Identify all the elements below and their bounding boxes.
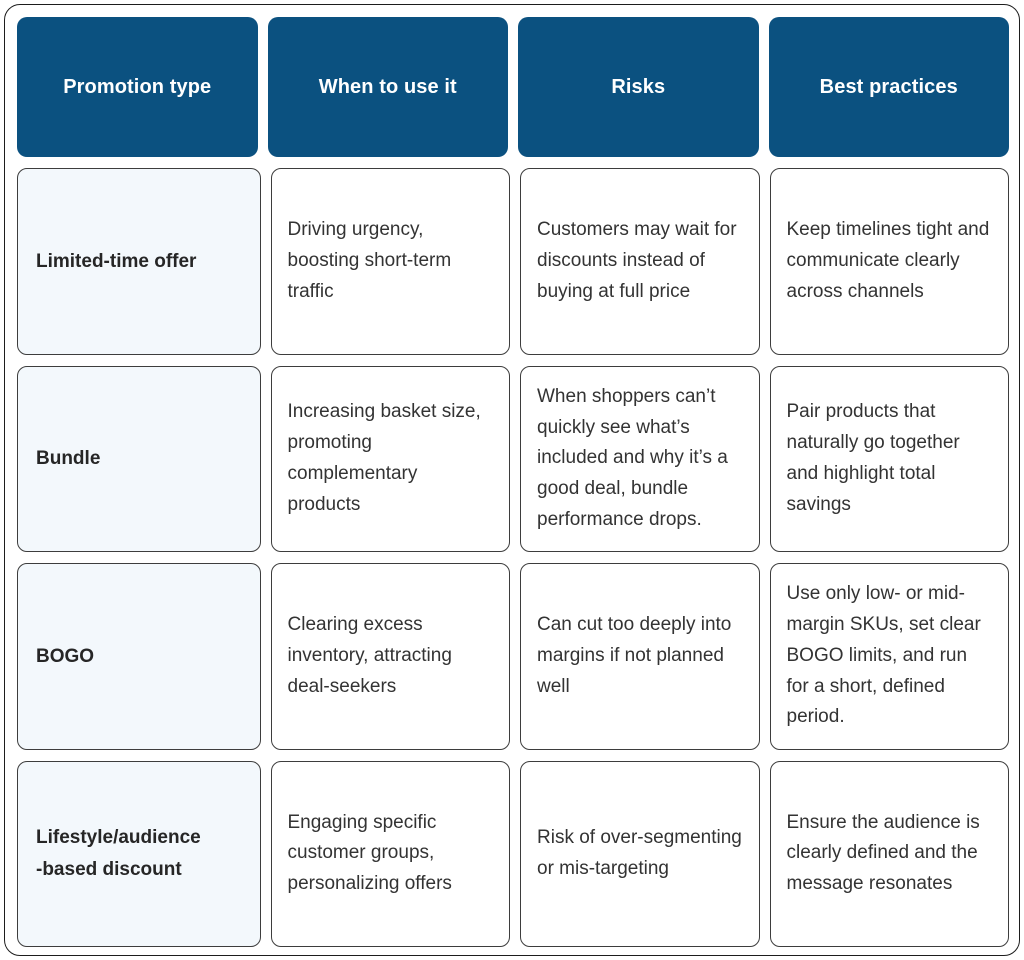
row-label-cell: Lifestyle/audience -based discount [17, 760, 261, 947]
row-label-text: Lifestyle/audience -based discount [36, 827, 201, 880]
cell-when-to-use-it: Engaging specific customer groups, perso… [270, 760, 510, 947]
cell-when-to-use-it: Increasing basket size, promoting comple… [270, 365, 510, 552]
promotion-comparison-table: Promotion type When to use it Risks Best… [5, 5, 1019, 955]
cell-risks: When shoppers can’t quickly see what’s i… [520, 365, 760, 552]
row-label-cell: Bundle [17, 365, 261, 552]
column-header-label: Promotion type [63, 75, 212, 98]
column-header-when-to-use-it: When to use it [267, 17, 508, 157]
table-row: BOGO Clearing excess inventory, attracti… [17, 563, 1009, 750]
cell-text: Clearing excess inventory, attracting de… [287, 614, 452, 697]
cell-risks: Risk of over-segmenting or mis-targeting [520, 760, 760, 947]
cell-risks: Customers may wait for discounts instead… [520, 168, 760, 355]
cell-when-to-use-it: Driving urgency, boosting short-term tra… [270, 168, 510, 355]
cell-text: Keep timelines tight and communicate cle… [786, 219, 990, 302]
column-header-promotion-type: Promotion type [17, 17, 258, 157]
cell-text: Pair products that naturally go together… [786, 401, 960, 515]
column-header-label: Best practices [819, 75, 958, 98]
cell-when-to-use-it: Clearing excess inventory, attracting de… [270, 563, 510, 750]
cell-text: Driving urgency, boosting short-term tra… [287, 219, 452, 302]
row-label-text: Bundle [36, 448, 101, 470]
column-header-risks: Risks [518, 17, 759, 157]
row-label-text: BOGO [36, 645, 95, 667]
cell-text: Use only low- or mid-margin SKUs, set cl… [786, 583, 981, 728]
table-header-row: Promotion type When to use it Risks Best… [17, 17, 1009, 157]
cell-text: Can cut too deeply into margins if not p… [537, 614, 732, 697]
cell-text: When shoppers can’t quickly see what’s i… [537, 385, 728, 530]
table-row: Bundle Increasing basket size, promoting… [17, 365, 1009, 552]
comparison-table-card: Promotion type When to use it Risks Best… [4, 4, 1020, 956]
cell-text: Risk of over-segmenting or mis-targeting [537, 826, 742, 879]
table-row: Limited-time offer Driving urgency, boos… [17, 168, 1009, 355]
column-header-label: Risks [611, 75, 666, 98]
cell-best-practices: Keep timelines tight and communicate cle… [769, 168, 1009, 355]
cell-text: Engaging specific customer groups, perso… [287, 811, 452, 895]
row-label-cell: BOGO [17, 563, 261, 750]
cell-text: Customers may wait for discounts instead… [537, 219, 737, 302]
cell-best-practices: Pair products that naturally go together… [769, 365, 1009, 552]
cell-text: Ensure the audience is clearly defined a… [786, 811, 980, 895]
cell-best-practices: Ensure the audience is clearly defined a… [769, 760, 1009, 947]
table-row: Lifestyle/audience -based discount Engag… [17, 760, 1009, 947]
cell-best-practices: Use only low- or mid-margin SKUs, set cl… [769, 563, 1009, 750]
cell-risks: Can cut too deeply into margins if not p… [520, 563, 760, 750]
row-label-cell: Limited-time offer [17, 168, 261, 355]
column-header-best-practices: Best practices [768, 17, 1009, 157]
cell-text: Increasing basket size, promoting comple… [287, 401, 481, 515]
column-header-label: When to use it [318, 75, 457, 98]
row-label-text: Limited-time offer [36, 250, 197, 272]
